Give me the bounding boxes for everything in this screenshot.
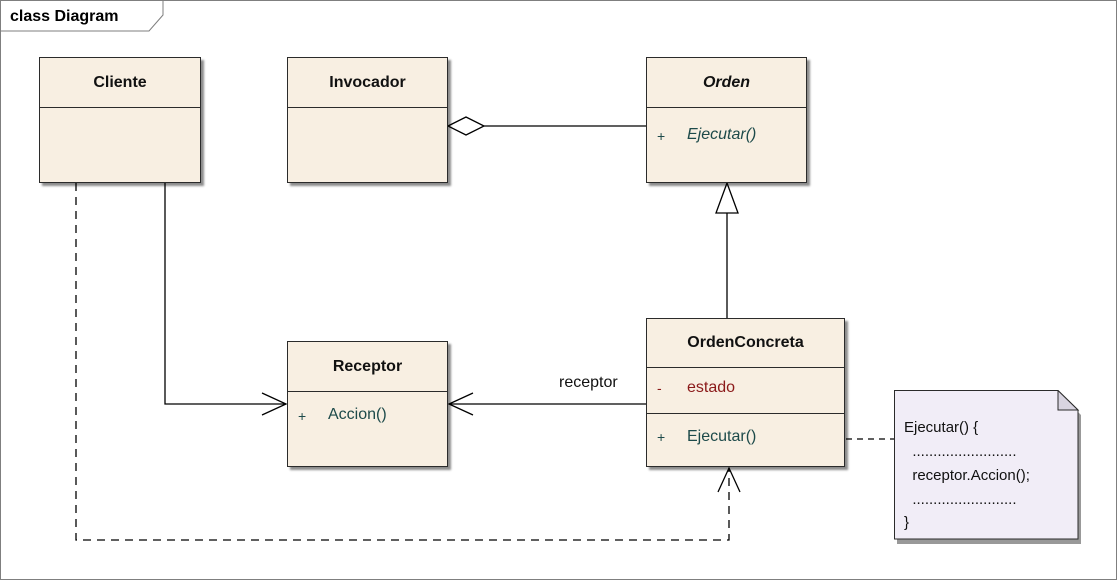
class-receptor[interactable]: Receptor + Accion() [287, 341, 448, 467]
class-receptor-name: Receptor [288, 342, 447, 392]
cliente-receptor-line [164, 183, 286, 405]
note-line-3: receptor.Accion(); [904, 467, 1030, 484]
class-cliente[interactable]: Cliente [39, 57, 201, 183]
note-line-5: } [904, 514, 910, 531]
operation-ejecutar: Ejecutar() [687, 126, 757, 143]
operation-ejecutar: Ejecutar() [687, 428, 757, 445]
class-orden-concreta-attributes: - estado [647, 368, 844, 414]
note-shape [894, 390, 1081, 544]
class-orden-concreta-operations: + Ejecutar() [647, 414, 844, 466]
class-orden-concreta-name: OrdenConcreta [647, 319, 844, 368]
note-line-4: ......................... [904, 491, 1017, 508]
class-receptor-operations: + Accion() [288, 392, 447, 466]
frame-title: class Diagram [10, 8, 119, 25]
cliente-receptor-arrowhead [261, 392, 288, 416]
attribute-visibility: - [657, 380, 662, 396]
class-orden-name: Orden [647, 58, 806, 108]
operation-accion: Accion() [328, 406, 387, 423]
frame-tab [0, 0, 164, 32]
generalization-arrowhead [715, 181, 739, 214]
association-role-label: receptor [559, 374, 618, 391]
class-orden-operations: + Ejecutar() [647, 108, 806, 182]
dependency-arrowhead [717, 466, 741, 493]
operation-visibility: + [657, 429, 666, 445]
receptor-association-arrowhead [447, 392, 474, 416]
operation-visibility: + [657, 128, 666, 144]
class-orden-concreta[interactable]: OrdenConcreta - estado + Ejecutar() [646, 318, 845, 467]
note-line-2: ......................... [904, 443, 1017, 460]
class-invocador-name: Invocador [288, 58, 447, 108]
note-line-1: Ejecutar() { [904, 419, 979, 436]
code-note[interactable]: Ejecutar() { ......................... r… [894, 390, 1081, 544]
aggregation-diamond [446, 116, 486, 136]
operation-visibility: + [298, 408, 307, 424]
class-invocador[interactable]: Invocador [287, 57, 448, 183]
attribute-estado: estado [687, 379, 736, 396]
class-cliente-name: Cliente [40, 58, 200, 108]
class-invocador-body [288, 108, 447, 182]
class-cliente-body [40, 108, 200, 182]
class-orden[interactable]: Orden + Ejecutar() [646, 57, 807, 183]
